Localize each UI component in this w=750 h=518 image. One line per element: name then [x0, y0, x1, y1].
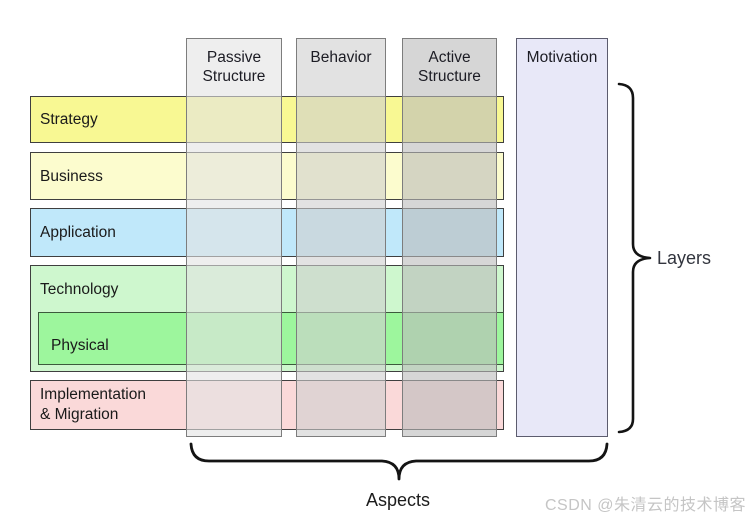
column-active-structure: Active Structure — [402, 38, 497, 437]
column-active-line2: Structure — [418, 68, 481, 85]
column-motivation: Motivation — [516, 38, 608, 437]
row-implementation-migration-label: Implementation & Migration — [31, 385, 146, 425]
row-implementation-line2: & Migration — [40, 406, 119, 423]
row-application-label: Application — [40, 224, 116, 241]
layers-brace — [617, 82, 652, 434]
row-business-label: Business — [40, 167, 103, 185]
aspects-brace — [189, 442, 609, 481]
column-behavior: Behavior — [296, 38, 386, 437]
row-implementation-line1: Implementation — [40, 386, 146, 403]
row-technology-label: Technology — [40, 281, 119, 298]
row-physical-label: Physical — [51, 337, 109, 354]
column-passive-line1: Passive — [206, 49, 262, 66]
row-strategy-label: Strategy — [40, 111, 98, 128]
column-passive-line2: Structure — [202, 68, 266, 85]
column-active-line1: Active — [428, 49, 471, 66]
column-motivation-label: Motivation — [526, 49, 598, 66]
aspects-label: Aspects — [365, 490, 431, 510]
layers-label: Layers — [657, 248, 712, 268]
column-passive-structure-label: Passive Structure — [187, 39, 281, 86]
column-active-structure-label: Active Structure — [403, 39, 496, 86]
column-behavior-label: Behavior — [310, 49, 372, 66]
watermark-text: CSDN @朱清云的技术博客 — [544, 497, 746, 514]
column-passive-structure: Passive Structure — [186, 38, 282, 437]
